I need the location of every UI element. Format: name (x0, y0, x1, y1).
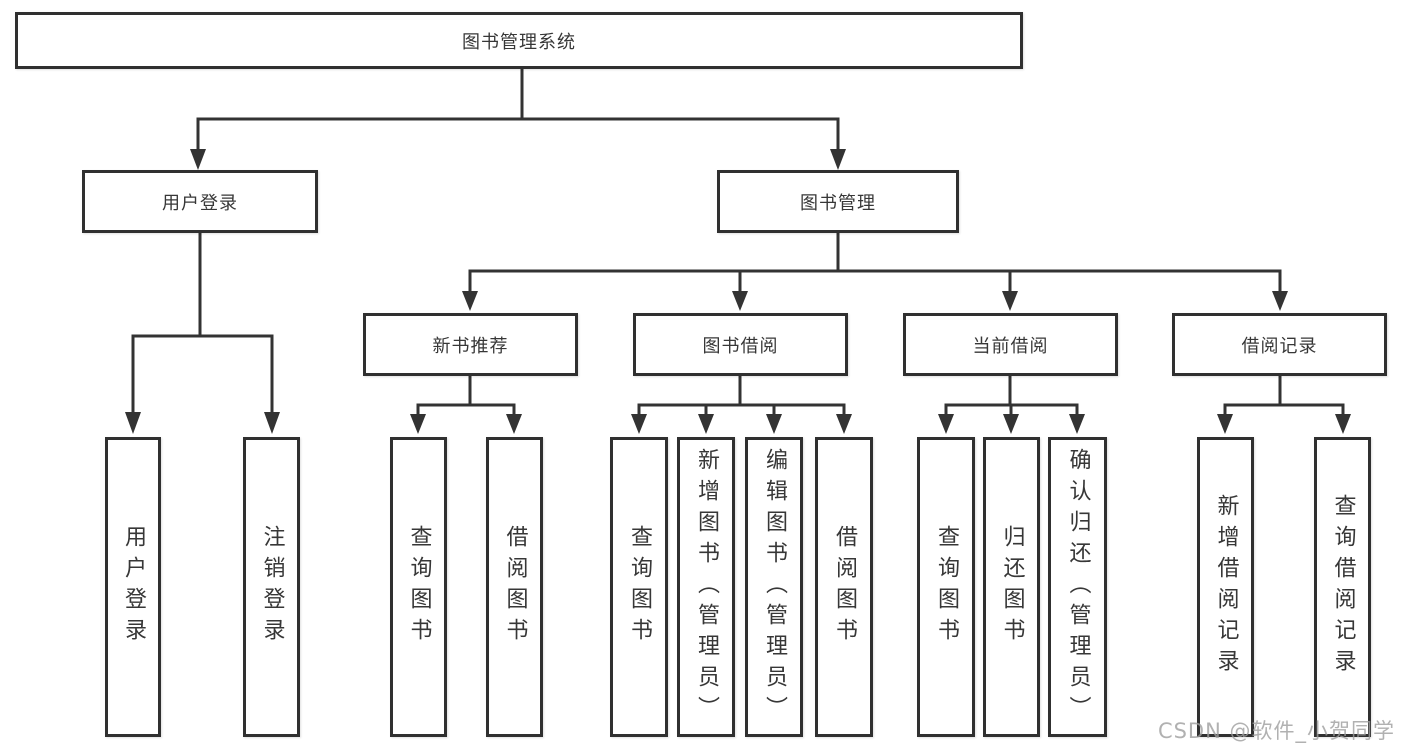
arrow-down-icon (190, 149, 846, 170)
node-label: 查询借阅记录 (1330, 494, 1356, 680)
arrow-down-icon (938, 414, 1085, 434)
node-recommend-query-books: 查询图书 (390, 437, 447, 737)
node-label: 图书借阅 (702, 335, 779, 357)
node-label: 图书管理系统 (462, 31, 576, 53)
edge-root-to-level2 (190, 67, 846, 170)
node-label: 新书推荐 (432, 335, 509, 357)
node-label: 图书管理 (800, 192, 876, 214)
node-new-book-recommendation: 新书推荐 (363, 313, 578, 376)
node-records-add-borrow-record: 新增借阅记录 (1197, 437, 1254, 737)
node-user-login: 用户登录 (82, 170, 318, 233)
node-label: 用户登录 (121, 525, 146, 649)
connector-line (944, 374, 1079, 418)
node-label: 新增图书（管理员） (694, 447, 719, 727)
edge-book-borrow-to-children (631, 374, 852, 434)
arrow-down-icon (462, 291, 1288, 311)
node-label: 查询图书 (627, 525, 652, 649)
node-label: 注销登录 (259, 525, 285, 649)
node-borrow-query-books: 查询图书 (610, 437, 668, 737)
edge-user-login-to-children (125, 231, 280, 434)
node-records-query-borrow-record: 查询借阅记录 (1314, 437, 1371, 737)
node-borrowing-records: 借阅记录 (1172, 313, 1387, 376)
node-recommend-borrow-books: 借阅图书 (486, 437, 543, 737)
connector-line (196, 67, 840, 153)
edge-current-borrow-to-children (938, 374, 1085, 434)
arrow-down-icon (631, 414, 852, 434)
node-label: 查询图书 (406, 525, 432, 649)
node-current-confirm-return-admin: 确认归还（管理员） (1048, 437, 1107, 737)
node-book-borrowing: 图书借阅 (633, 313, 848, 376)
node-label: 借阅图书 (502, 525, 528, 649)
node-label: 当前借阅 (972, 335, 1049, 357)
csdn-watermark: CSDN @软件_小贺同学 (1157, 719, 1395, 743)
node-label: 借阅图书 (832, 525, 857, 649)
connector-line (416, 374, 516, 418)
node-book-management: 图书管理 (717, 170, 959, 233)
node-borrow-add-books-admin: 新增图书（管理员） (677, 437, 735, 737)
node-root-library-management-system: 图书管理系统 (15, 12, 1023, 69)
connector-line (1223, 374, 1345, 418)
arrow-down-icon (410, 414, 522, 434)
node-current-query-books: 查询图书 (917, 437, 975, 737)
node-borrow-edit-books-admin: 编辑图书（管理员） (745, 437, 803, 737)
node-login: 用户登录 (105, 437, 161, 737)
arrow-down-icon (125, 412, 280, 434)
node-label: 确认归还（管理员） (1065, 447, 1091, 727)
node-label: 借阅记录 (1241, 335, 1318, 357)
node-logout: 注销登录 (243, 437, 300, 737)
connector-line (131, 231, 274, 416)
node-label: 查询图书 (934, 525, 959, 649)
edge-new-book-rec-to-children (410, 374, 522, 434)
edge-book-mgmt-to-level3 (462, 231, 1288, 311)
node-label: 新增借阅记录 (1213, 494, 1239, 680)
connector-line (637, 374, 846, 418)
edge-borrow-record-to-children (1217, 374, 1351, 434)
node-label: 用户登录 (162, 192, 238, 214)
node-label: 归还图书 (999, 525, 1025, 649)
node-label: 编辑图书（管理员） (762, 447, 787, 727)
node-borrow-borrow-books: 借阅图书 (815, 437, 873, 737)
node-current-borrowing: 当前借阅 (903, 313, 1118, 376)
connector-line (468, 231, 1282, 295)
node-current-return-books: 归还图书 (983, 437, 1040, 737)
arrow-down-icon (1217, 414, 1351, 434)
